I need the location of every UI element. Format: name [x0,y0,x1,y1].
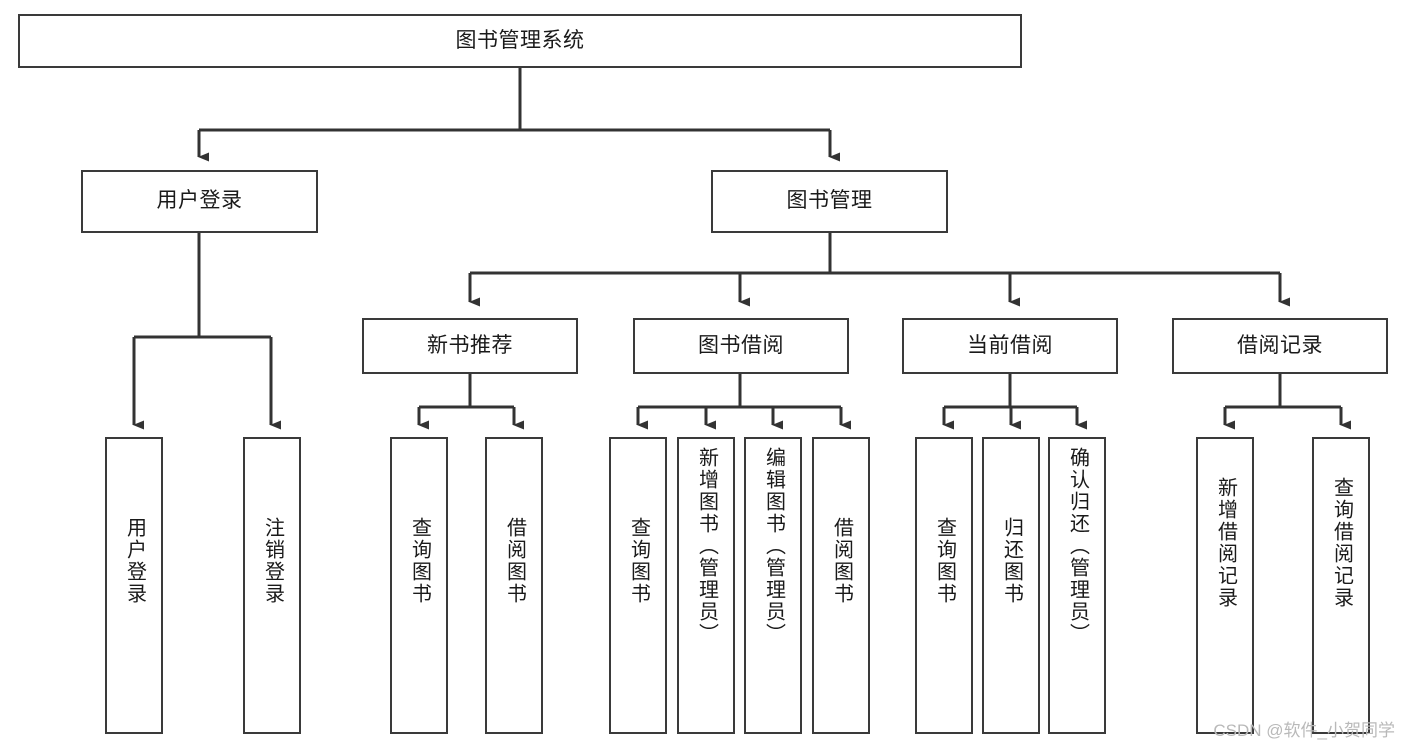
node-borrow-record-label: 借阅记录 [1237,333,1323,357]
node-book-borrow-label: 图书借阅 [698,333,784,357]
node-leaf-return-book[interactable]: 归还图书 [982,437,1040,734]
node-book-borrow[interactable]: 图书借阅 [633,318,849,374]
node-leaf-borrow-book-2-label: 借阅图书 [830,517,853,605]
node-leaf-query-book-3[interactable]: 查询图书 [915,437,973,734]
node-new-book-rec-label: 新书推荐 [427,333,513,357]
node-leaf-query-book-2[interactable]: 查询图书 [609,437,667,734]
node-current-borrow-label: 当前借阅 [967,333,1053,357]
node-leaf-confirm-return[interactable]: 确认归还（管理员） [1048,437,1106,734]
node-current-borrow[interactable]: 当前借阅 [902,318,1118,374]
node-leaf-user-logout-label: 注销登录 [261,517,284,605]
node-leaf-query-book-1-label: 查询图书 [408,517,431,605]
node-new-book-rec[interactable]: 新书推荐 [362,318,578,374]
node-root-label: 图书管理系统 [455,28,585,52]
node-leaf-edit-book-label: 编辑图书（管理员） [762,447,785,645]
node-leaf-user-logout[interactable]: 注销登录 [243,437,301,734]
node-borrow-record[interactable]: 借阅记录 [1172,318,1388,374]
node-leaf-add-book-label: 新增图书（管理员） [695,447,718,645]
node-leaf-add-record-label: 新增借阅记录 [1214,477,1237,609]
node-leaf-query-record-label: 查询借阅记录 [1330,477,1353,609]
node-leaf-borrow-book-1-label: 借阅图书 [503,517,526,605]
node-user-login[interactable]: 用户登录 [81,170,318,233]
node-leaf-user-login[interactable]: 用户登录 [105,437,163,734]
node-book-manage[interactable]: 图书管理 [711,170,948,233]
node-book-manage-label: 图书管理 [786,189,873,213]
node-leaf-borrow-book-2[interactable]: 借阅图书 [812,437,870,734]
node-leaf-query-book-3-label: 查询图书 [933,517,956,605]
node-leaf-add-book[interactable]: 新增图书（管理员） [677,437,735,734]
node-root[interactable]: 图书管理系统 [18,14,1022,68]
node-leaf-user-login-label: 用户登录 [123,517,146,605]
node-leaf-query-book-1[interactable]: 查询图书 [390,437,448,734]
node-leaf-query-book-2-label: 查询图书 [627,517,650,605]
node-leaf-query-record[interactable]: 查询借阅记录 [1312,437,1370,734]
node-leaf-edit-book[interactable]: 编辑图书（管理员） [744,437,802,734]
node-leaf-add-record[interactable]: 新增借阅记录 [1196,437,1254,734]
node-leaf-return-book-label: 归还图书 [1000,517,1023,605]
node-leaf-confirm-return-label: 确认归还（管理员） [1066,447,1089,645]
csdn-watermark: CSDN @软件_小贺同学 [1213,721,1395,740]
node-user-login-label: 用户登录 [156,189,243,213]
node-leaf-borrow-book-1[interactable]: 借阅图书 [485,437,543,734]
